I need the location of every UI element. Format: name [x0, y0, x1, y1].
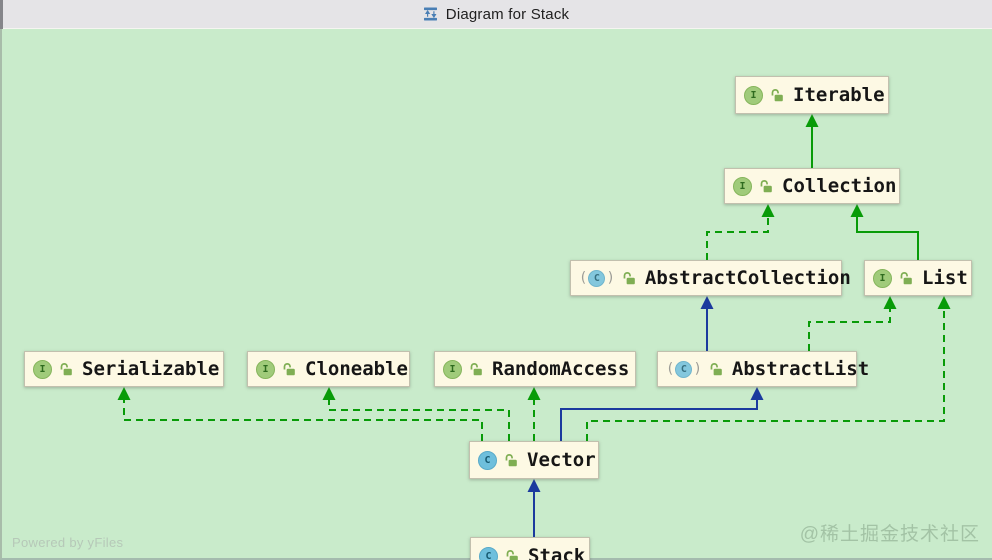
node-Vector[interactable]: C Vector — [469, 441, 599, 479]
abstract-class-icon: (C) — [666, 360, 702, 378]
unlocked-icon — [59, 362, 73, 376]
node-Serializable[interactable]: I Serializable — [24, 351, 224, 387]
window-title: Diagram for Stack — [445, 5, 570, 23]
arrowhead-List-to-Collection — [850, 204, 864, 217]
node-label: RandomAccess — [492, 357, 630, 380]
node-label: Collection — [782, 174, 897, 197]
interface-icon: I — [733, 176, 752, 196]
titlebar: Diagram for Stack — [0, 0, 992, 29]
arrowhead-Vector-to-Serializable — [117, 387, 131, 400]
class-icon: C — [478, 450, 497, 470]
arrowhead-Collection-to-Iterable — [805, 114, 819, 127]
edge-Vector-to-Serializable — [123, 399, 483, 441]
abstract-class-icon: (C) — [579, 269, 615, 287]
unlocked-icon — [770, 88, 784, 102]
unlocked-icon — [505, 549, 519, 560]
unlocked-icon — [282, 362, 296, 376]
unlocked-icon — [504, 453, 518, 467]
arrowhead-AbstractList-to-List — [883, 296, 897, 309]
node-label: List — [922, 266, 968, 289]
node-AbstractList[interactable]: (C) AbstractList — [657, 351, 869, 387]
edge-List-to-Collection — [856, 216, 919, 260]
node-List[interactable]: I List — [864, 260, 972, 296]
node-Collection[interactable]: I Collection — [724, 168, 900, 204]
node-label: Vector — [527, 448, 596, 471]
node-RandomAccess[interactable]: I RandomAccess — [434, 351, 636, 387]
node-label: Stack — [528, 544, 586, 560]
arrowhead-Vector-to-RandomAccess — [527, 387, 541, 400]
watermark-yfiles: Powered by yFiles — [12, 535, 124, 550]
diagram-icon — [423, 6, 439, 22]
unlocked-icon — [709, 362, 723, 376]
class-icon: C — [479, 546, 498, 560]
node-Cloneable[interactable]: I Cloneable — [247, 351, 410, 387]
watermark-community: @稀土掘金技术社区 — [799, 524, 980, 545]
window-edge — [0, 0, 3, 29]
node-label: Cloneable — [305, 357, 408, 380]
arrowhead-Vector-to-AbstractList — [750, 387, 764, 400]
node-Iterable[interactable]: I Iterable — [735, 76, 889, 114]
node-label: AbstractCollection — [644, 266, 851, 289]
interface-icon: I — [33, 359, 52, 379]
interface-icon: I — [744, 85, 763, 105]
arrowhead-AbstractList-to-AbstractCollection — [700, 296, 714, 309]
unlocked-icon — [899, 271, 913, 285]
edge-Vector-to-Cloneable — [328, 399, 510, 441]
unlocked-icon — [759, 179, 773, 193]
node-label: Iterable — [793, 83, 885, 106]
edge-AbstractCollection-to-Collection — [706, 216, 769, 260]
unlocked-icon — [622, 271, 636, 285]
edge-Vector-to-AbstractList — [560, 399, 758, 441]
node-Stack[interactable]: C Stack — [470, 537, 590, 560]
interface-icon: I — [256, 359, 275, 379]
unlocked-icon — [469, 362, 483, 376]
arrowhead-Vector-to-List — [937, 296, 951, 309]
arrowhead-AbstractCollection-to-Collection — [761, 204, 775, 217]
node-label: AbstractList — [731, 357, 870, 380]
node-AbstractCollection[interactable]: (C) AbstractCollection — [570, 260, 851, 296]
arrowhead-Vector-to-Cloneable — [322, 387, 336, 400]
interface-icon: I — [443, 359, 462, 379]
interface-icon: I — [873, 268, 892, 288]
edge-AbstractList-to-List — [808, 308, 891, 351]
arrowhead-Stack-to-Vector — [527, 479, 541, 492]
node-label: Serializable — [82, 357, 220, 380]
